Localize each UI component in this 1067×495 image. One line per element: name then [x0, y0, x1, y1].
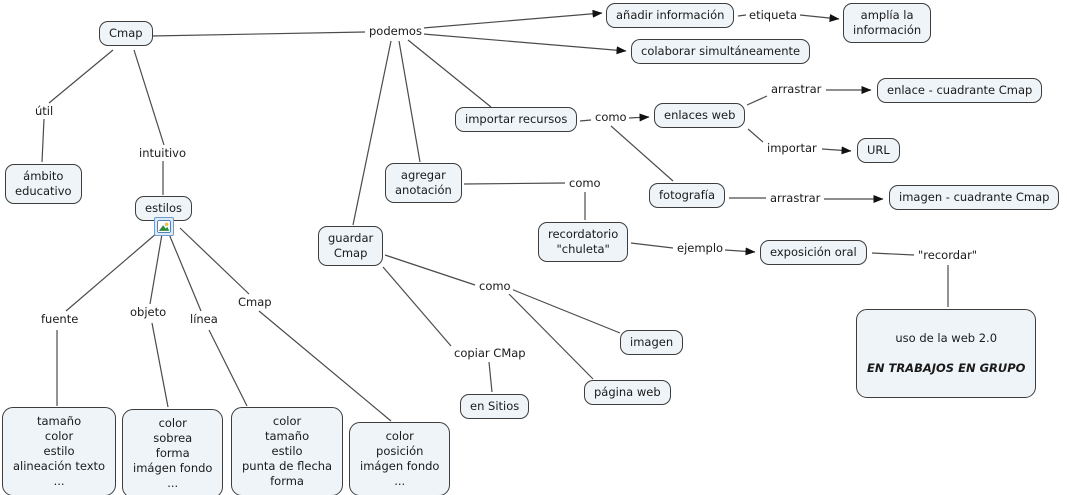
link-label-ejemplo[interactable]: ejemplo — [675, 241, 726, 256]
node-importar-recursos[interactable]: importar recursos — [455, 107, 578, 132]
node-opciones-linea[interactable]: color tamaño estilo punta de flecha form… — [231, 407, 344, 495]
connection-line — [398, 40, 421, 163]
link-label-objeto[interactable]: objeto — [128, 305, 169, 320]
connection-line — [41, 118, 45, 163]
uso-web-line2: EN TRABAJOS EN GRUPO — [867, 360, 1026, 375]
connection-arrow — [422, 33, 627, 55]
connection-line — [382, 266, 452, 347]
connection-arrow — [628, 113, 650, 122]
connection-line — [747, 128, 764, 143]
node-exposicion-oral[interactable]: exposición oral — [760, 240, 867, 265]
node-guardar-cmap[interactable]: guardar Cmap — [318, 226, 384, 266]
link-label-arrastrar-1[interactable]: arrastrar — [769, 82, 824, 97]
node-recordatorio-chuleta[interactable]: recordatorio "chuleta" — [538, 222, 629, 262]
link-label-copiar-cmap[interactable]: copiar CMap — [452, 346, 528, 361]
node-imagen[interactable]: imagen — [620, 330, 684, 355]
uso-web-line1: uso de la web 2.0 — [895, 330, 998, 345]
link-label-arrastrar-2[interactable]: arrastrar — [768, 191, 823, 206]
node-amplia-informacion[interactable]: amplía la información — [843, 3, 932, 43]
connection-arrow — [422, 9, 603, 29]
node-uso-web-20[interactable]: uso de la web 2.0 EN TRABAJOS EN GRUPO — [856, 309, 1037, 398]
node-opciones-fuente[interactable]: tamaño color estilo alineación texto ... — [2, 407, 117, 495]
connection-line — [463, 182, 566, 185]
node-enlaces-web[interactable]: enlaces web — [654, 103, 746, 128]
node-opciones-cmap[interactable]: color posición imágen fondo ... — [349, 422, 451, 495]
connection-line — [352, 40, 392, 226]
connection-line — [65, 232, 158, 312]
link-label-como-2[interactable]: como — [567, 176, 603, 191]
connection-line — [149, 233, 163, 305]
connection-line — [579, 119, 592, 122]
connection-arrow — [799, 14, 840, 23]
connection-line — [150, 31, 366, 37]
link-label-como-3[interactable]: como — [477, 279, 513, 294]
connection-line — [737, 14, 747, 17]
link-label-cmap-estilo[interactable]: Cmap — [236, 295, 274, 310]
connection-line — [488, 361, 493, 393]
image-icon[interactable] — [154, 217, 174, 236]
connection-line — [871, 252, 915, 256]
link-label-importar[interactable]: importar — [765, 141, 819, 156]
node-colaborar-simultaneamente[interactable]: colaborar simultáneamente — [631, 39, 811, 64]
connection-arrow — [724, 247, 756, 256]
link-label-util[interactable]: útil — [33, 104, 56, 119]
node-url[interactable]: URL — [857, 138, 900, 163]
connection-line — [179, 227, 250, 295]
connection-line — [168, 233, 202, 312]
connection-line — [407, 39, 492, 108]
link-label-linea[interactable]: línea — [188, 312, 220, 327]
connection-line — [610, 125, 674, 182]
node-opciones-objeto[interactable]: color sobrea forma imágen fondo ... — [122, 409, 224, 495]
link-label-como-1[interactable]: como — [593, 110, 629, 125]
node-ambito-educativo[interactable]: ámbito educativo — [5, 164, 82, 204]
node-en-sitios[interactable]: en Sitios — [460, 394, 530, 419]
node-cmap[interactable]: Cmap — [99, 21, 153, 46]
connection-arrow — [821, 146, 852, 155]
node-imagen-cuadrante-cmap[interactable]: imagen - cuadrante Cmap — [889, 185, 1060, 210]
connection-line — [630, 242, 674, 249]
node-enlace-cuadrante-cmap[interactable]: enlace - cuadrante Cmap — [877, 78, 1043, 103]
connection-line — [133, 49, 165, 146]
connection-line — [151, 322, 169, 408]
node-agregar-anotacion[interactable]: agregar anotación — [385, 163, 462, 203]
link-label-fuente[interactable]: fuente — [39, 312, 81, 327]
link-label-recordar[interactable]: "recordar" — [916, 248, 980, 263]
link-label-intuitivo[interactable]: intuitivo — [137, 146, 189, 161]
link-label-etiqueta[interactable]: etiqueta — [747, 8, 799, 23]
link-label-podemos[interactable]: podemos — [367, 24, 424, 39]
connection-line — [384, 254, 476, 286]
image-icon-glyph — [157, 220, 171, 233]
connection-line — [746, 95, 768, 106]
connection-line — [508, 293, 594, 380]
node-anadir-informacion[interactable]: añadir información — [606, 3, 735, 28]
connection-line — [48, 49, 114, 104]
node-pagina-web[interactable]: página web — [584, 380, 671, 405]
connection-line — [510, 288, 621, 334]
connection-line — [258, 310, 392, 422]
node-fotografia[interactable]: fotografía — [649, 183, 725, 208]
connection-line — [208, 329, 248, 407]
node-estilos[interactable]: estilos — [135, 196, 192, 221]
